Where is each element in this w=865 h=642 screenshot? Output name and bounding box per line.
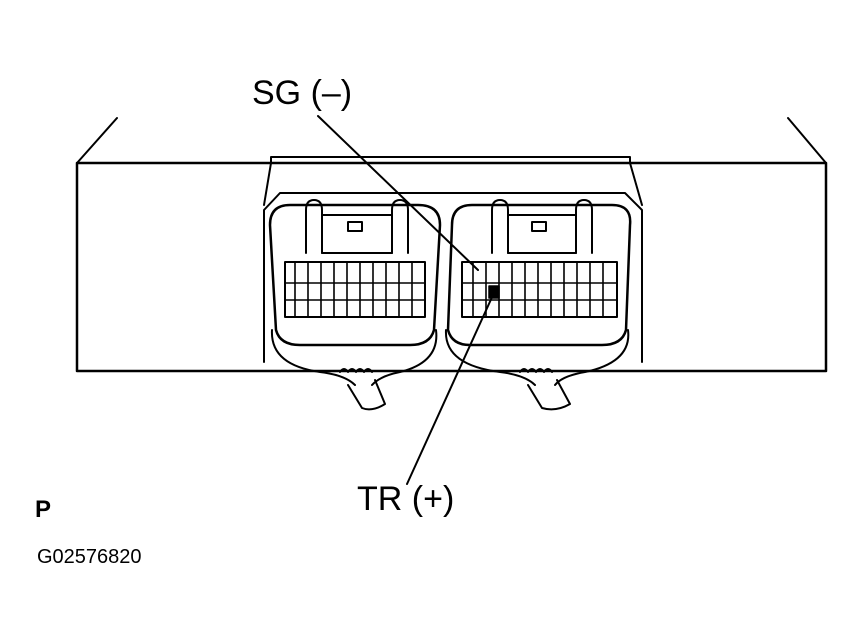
- right-connector: [444, 199, 632, 411]
- tr-terminal-marker: [488, 285, 500, 299]
- tr-leader-line: [406, 294, 494, 485]
- figure-id: G02576820: [37, 546, 142, 568]
- view-label: P: [35, 496, 52, 523]
- sg-leader-line: [317, 115, 479, 271]
- ecu-housing: [75, 117, 828, 373]
- left-connector: [268, 199, 442, 411]
- tr-callout-label: TR (+): [357, 480, 455, 518]
- sg-callout-label: SG (–): [252, 74, 353, 112]
